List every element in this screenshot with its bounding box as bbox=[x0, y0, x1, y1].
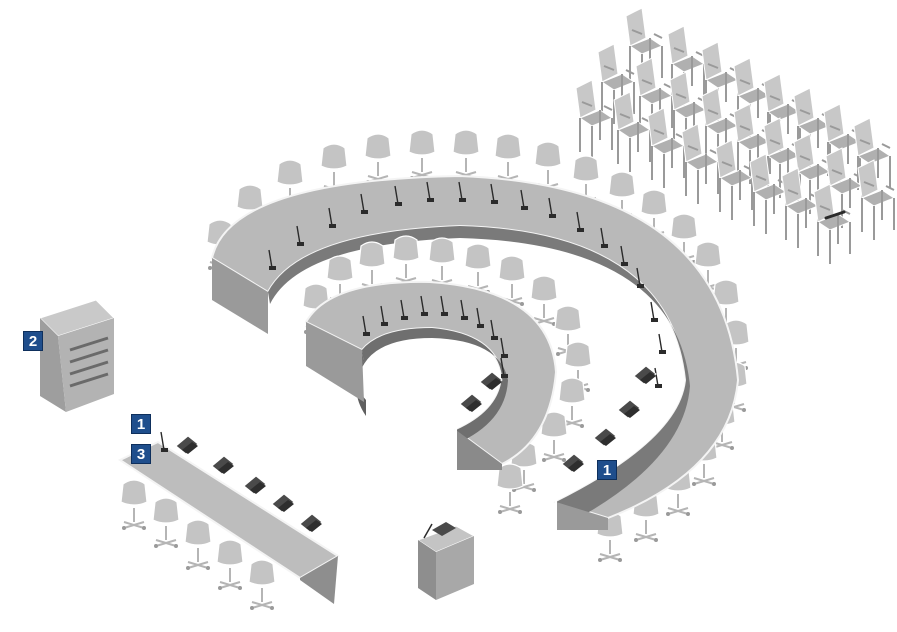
callout-1-delegate-desk: 1 bbox=[597, 460, 617, 480]
chairman-table-microphone bbox=[161, 432, 168, 452]
central-equipment-rack bbox=[40, 300, 114, 412]
inner-delegate-desk bbox=[303, 236, 591, 514]
callout-1-chairman-table: 1 bbox=[131, 414, 151, 434]
callout-2-central-equipment-rack: 2 bbox=[23, 331, 43, 351]
callout-3-chairman-table: 3 bbox=[131, 444, 151, 464]
lectern bbox=[418, 522, 474, 600]
chairman-table bbox=[120, 432, 338, 610]
